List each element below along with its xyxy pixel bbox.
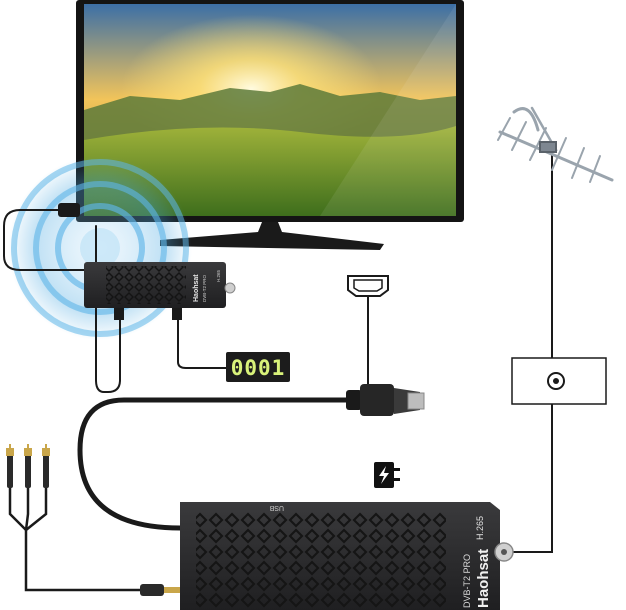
hdmi-plug [346,384,425,416]
small-receiver-model: DVB-T2 PRO [202,274,207,302]
av-cable [8,486,142,592]
tv-stand [160,222,384,250]
display-cable [177,317,229,369]
large-receiver-codec: H.265 [475,516,485,540]
large-receiver-port-label: USB [269,504,284,511]
small-receiver-codec: H.265 [216,269,221,282]
hdmi-cable-loop [77,397,351,531]
ir-cable [3,209,85,271]
wireless-signal-waves [8,156,192,340]
large-receiver: USB H.265 DVB-T2 PRO Haohsat [180,502,514,610]
cables [3,151,553,592]
small-receiver-brand: Haohsat [193,274,200,302]
hdmi-port-icon [347,275,389,297]
small-receiver: Haohsat DVB-T2 PRO H.265 [84,262,236,320]
display-readout: 0001 [231,356,286,380]
rca-plugs [6,444,50,488]
av-jack [140,584,182,596]
small-receiver-coax [224,282,236,294]
large-receiver-brand: Haohsat [475,549,492,608]
coax-socket-icon [511,357,607,405]
power-adapter-icon [374,462,400,488]
antenna-to-receiver [507,403,553,553]
ir-connector [58,203,80,217]
receiver-cable [95,225,121,393]
led-display: 0001 [226,352,290,382]
tv-antenna-icon [497,106,614,183]
large-receiver-model: DVB-T2 PRO [462,554,472,608]
